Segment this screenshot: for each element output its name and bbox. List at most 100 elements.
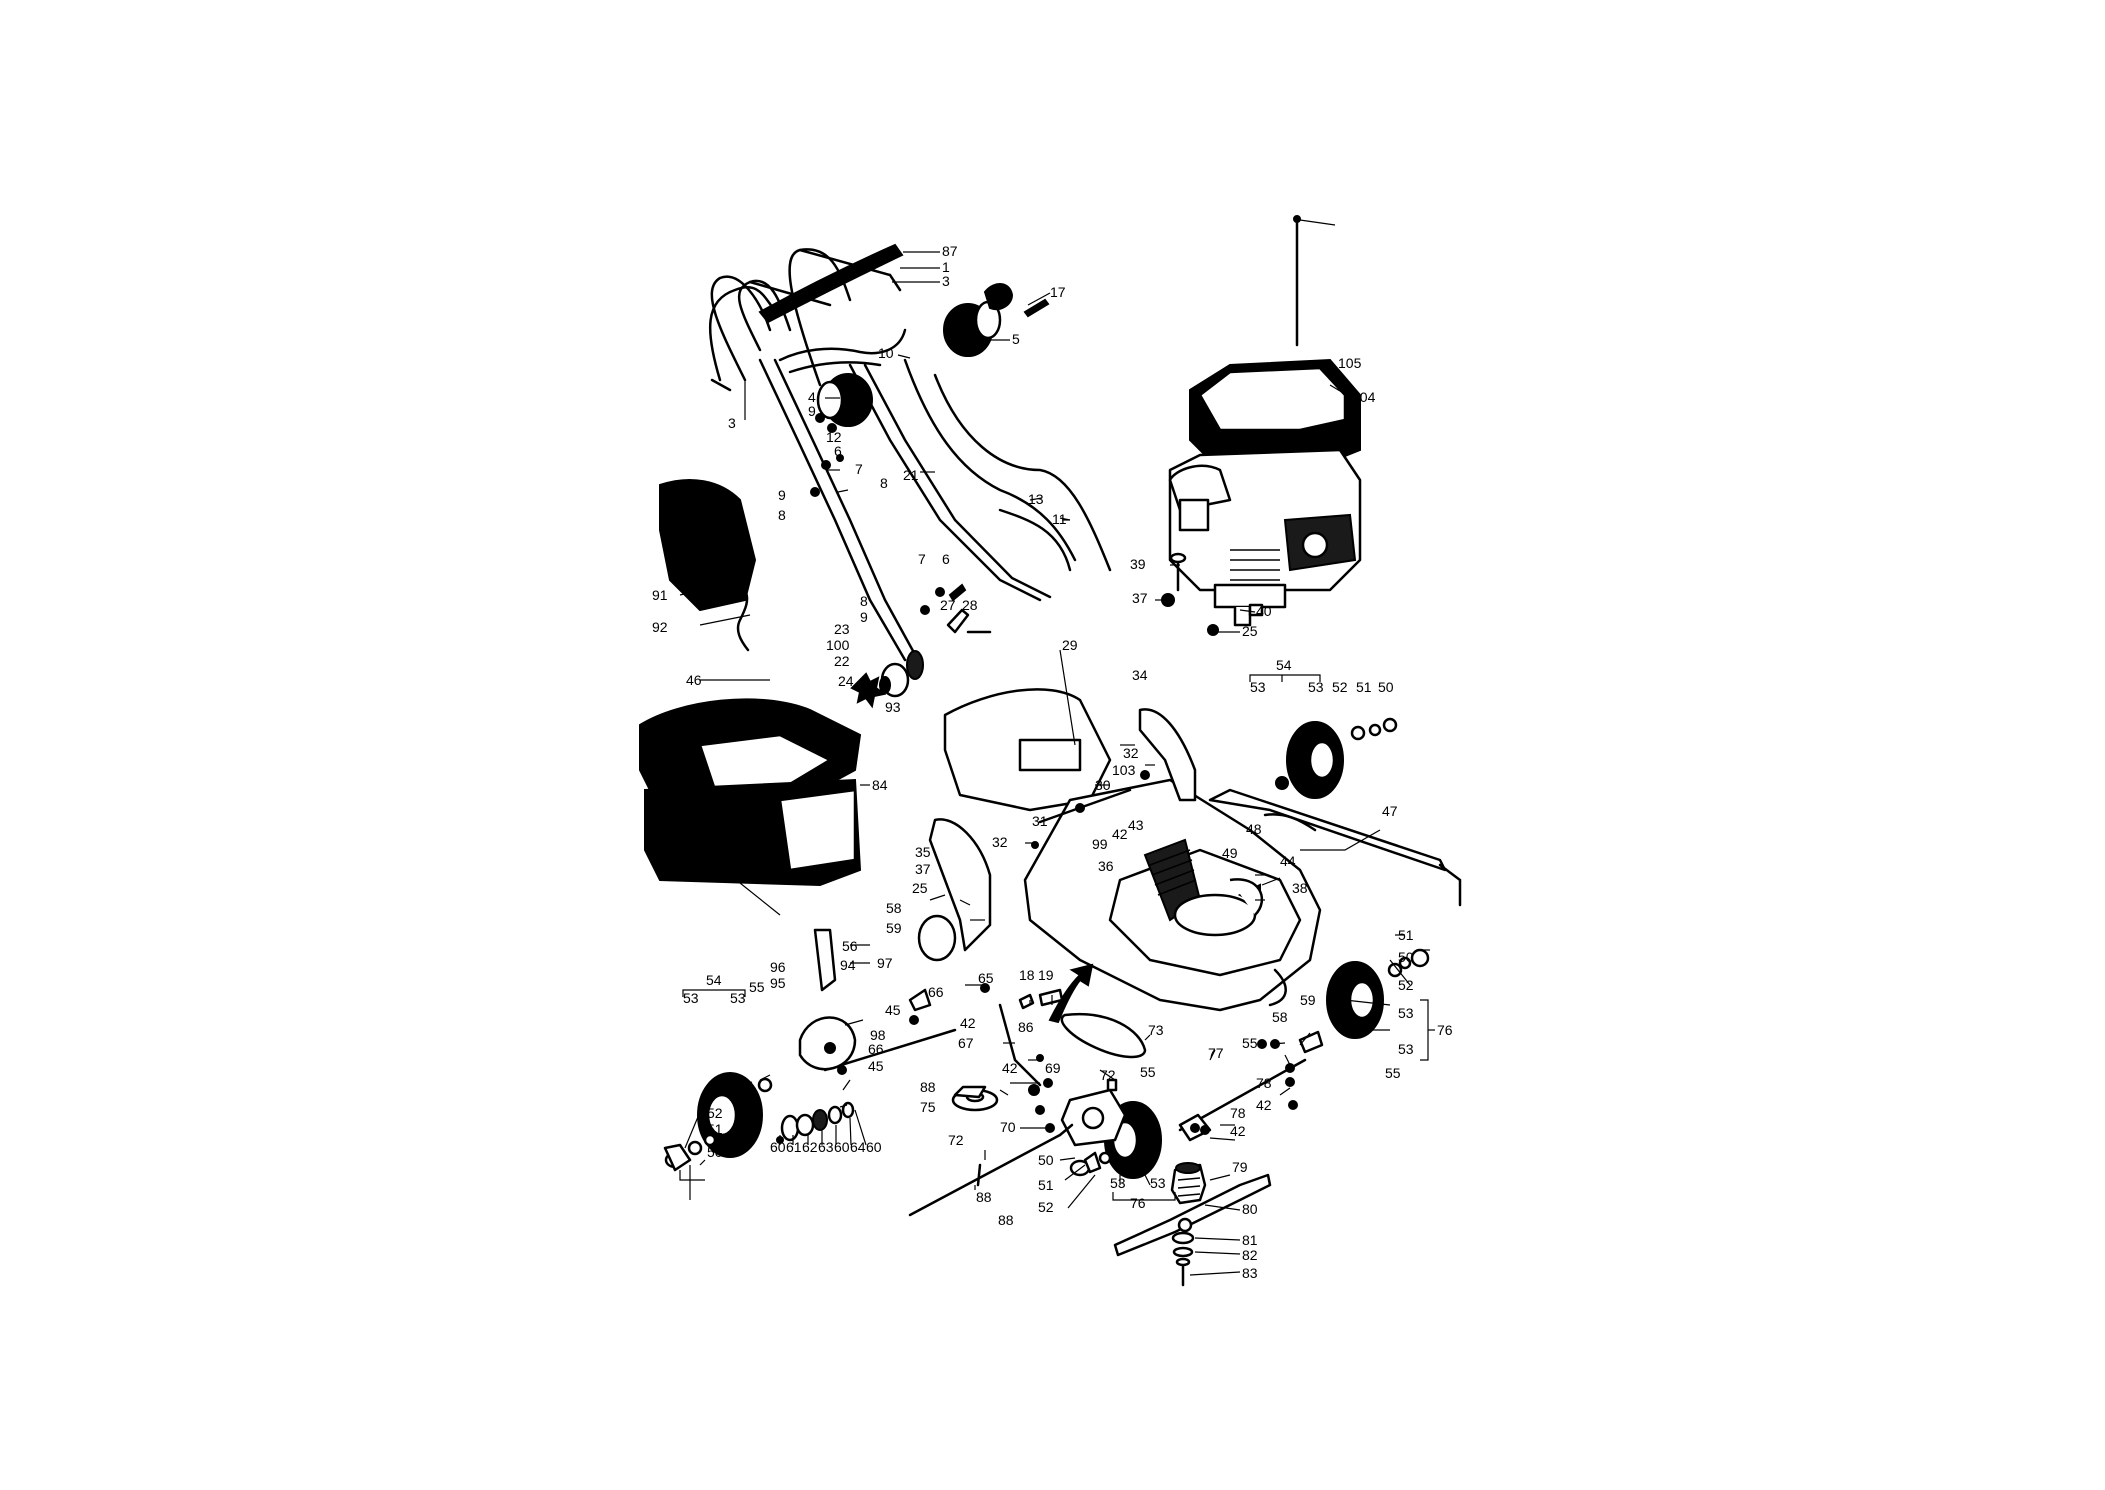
- callout-55b: 55: [1242, 1035, 1258, 1051]
- handle-knob-right: [943, 300, 1002, 357]
- callout-23: 23: [834, 621, 850, 637]
- callout-9b: 9: [778, 487, 786, 503]
- callout-88b: 88: [976, 1189, 992, 1205]
- callout-24: 24: [838, 673, 854, 689]
- callout-7b: 7: [918, 551, 926, 567]
- callout-75: 75: [920, 1099, 936, 1115]
- callout-58a: 58: [886, 900, 902, 916]
- callout-8b: 8: [778, 507, 786, 523]
- callout-labels: 87 1 3 17 5 105 104 10 4 9 12 6 7 3 21 8…: [652, 243, 1453, 1281]
- callout-56: 56: [842, 938, 858, 954]
- callout-53e: 53: [1398, 1005, 1414, 1021]
- callout-6a: 6: [834, 443, 842, 459]
- callout-86: 86: [1018, 1019, 1034, 1035]
- callout-97: 97: [877, 955, 893, 971]
- callout-78b: 78: [1230, 1105, 1246, 1121]
- callout-84: 84: [872, 777, 888, 793]
- callout-87: 87: [942, 243, 958, 259]
- callout-104: 104: [1352, 389, 1376, 405]
- callout-6b: 6: [942, 551, 950, 567]
- callout-37b: 37: [915, 861, 931, 877]
- callout-65: 65: [978, 970, 994, 986]
- callout-8a: 8: [880, 475, 888, 491]
- callout-7a: 7: [855, 461, 863, 477]
- callout-62: 62: [802, 1139, 818, 1155]
- wheel-rear-right: [1275, 717, 1398, 799]
- callout-98: 98: [870, 1027, 886, 1043]
- callout-43: 43: [1128, 817, 1144, 833]
- callout-12: 12: [826, 429, 842, 445]
- callout-45a: 45: [885, 1002, 901, 1018]
- callout-76a: 76: [1437, 1022, 1453, 1038]
- callout-50a: 50: [1378, 679, 1394, 695]
- callout-66b: 66: [868, 1041, 884, 1057]
- callout-54a: 54: [1276, 657, 1292, 673]
- callout-42c: 42: [1256, 1097, 1272, 1113]
- callout-39: 39: [1130, 556, 1146, 572]
- callout-96: 96: [770, 959, 786, 975]
- callout-17: 17: [1050, 284, 1066, 300]
- callout-99: 99: [1092, 836, 1108, 852]
- callout-35: 35: [915, 844, 931, 860]
- wheel-front-left: [664, 1072, 773, 1169]
- drive-assembly: [663, 914, 1324, 1287]
- group-brackets: [682, 674, 1435, 1201]
- callout-67: 67: [958, 1035, 974, 1051]
- callout-85: 85: [702, 869, 718, 885]
- callout-64: 64: [850, 1139, 866, 1155]
- callout-25b: 25: [912, 880, 928, 896]
- callout-44: 44: [1280, 853, 1296, 869]
- callout-53c: 53: [683, 990, 699, 1006]
- callout-92: 92: [652, 619, 668, 635]
- callout-60c: 60: [866, 1139, 882, 1155]
- callout-51a: 51: [1356, 679, 1372, 695]
- callout-83: 83: [1242, 1265, 1258, 1281]
- callout-60a: 60: [770, 1139, 786, 1155]
- callout-53a: 53: [1250, 679, 1266, 695]
- callout-22: 22: [834, 653, 850, 669]
- callout-76b: 76: [1130, 1195, 1146, 1211]
- callout-11: 11: [1052, 511, 1067, 527]
- callout-88c: 88: [998, 1212, 1014, 1228]
- callout-69: 69: [1045, 1060, 1061, 1076]
- callout-59a: 59: [886, 920, 902, 936]
- callout-34: 34: [1132, 667, 1148, 683]
- callout-52a: 52: [1332, 679, 1348, 695]
- callout-53b: 53: [1308, 679, 1324, 695]
- callout-77: 77: [1208, 1045, 1224, 1061]
- callout-61: 61: [786, 1139, 802, 1155]
- callout-51b: 51: [1398, 927, 1414, 943]
- callout-45b: 45: [868, 1058, 884, 1074]
- callout-70: 70: [1000, 1119, 1016, 1135]
- callout-36: 36: [1098, 858, 1114, 874]
- callout-38: 38: [1292, 880, 1308, 896]
- deck-assembly: [928, 688, 1462, 1012]
- callout-46: 46: [686, 672, 702, 688]
- callout-72b: 72: [948, 1132, 964, 1148]
- wheel-front-right: [1326, 948, 1430, 1039]
- callout-49: 49: [1222, 845, 1238, 861]
- callout-50c: 50: [1038, 1152, 1054, 1168]
- callout-40: 40: [1256, 603, 1272, 619]
- callout-1: 1: [942, 259, 950, 275]
- callout-4: 4: [808, 389, 816, 405]
- callout-105: 105: [1338, 355, 1362, 371]
- callout-50b: 50: [1398, 949, 1414, 965]
- callout-3b: 3: [728, 415, 736, 431]
- callout-51d: 51: [707, 1121, 723, 1137]
- callout-81: 81: [1242, 1232, 1258, 1248]
- callout-13: 13: [1028, 491, 1044, 507]
- callout-28: 28: [962, 597, 978, 613]
- callout-52b: 52: [1398, 977, 1414, 993]
- callout-47: 47: [1382, 803, 1398, 819]
- handle-knob-left: [816, 373, 873, 427]
- callout-63: 63: [818, 1139, 834, 1155]
- callout-55a: 55: [749, 979, 765, 995]
- callout-50d: 50: [707, 1144, 723, 1160]
- grass-bag: [639, 479, 862, 887]
- engine-assembly: [1161, 215, 1362, 636]
- callout-30: 30: [1095, 777, 1111, 793]
- callout-91: 91: [652, 587, 668, 603]
- callout-79: 79: [1232, 1159, 1248, 1175]
- callout-21: 21: [903, 467, 919, 483]
